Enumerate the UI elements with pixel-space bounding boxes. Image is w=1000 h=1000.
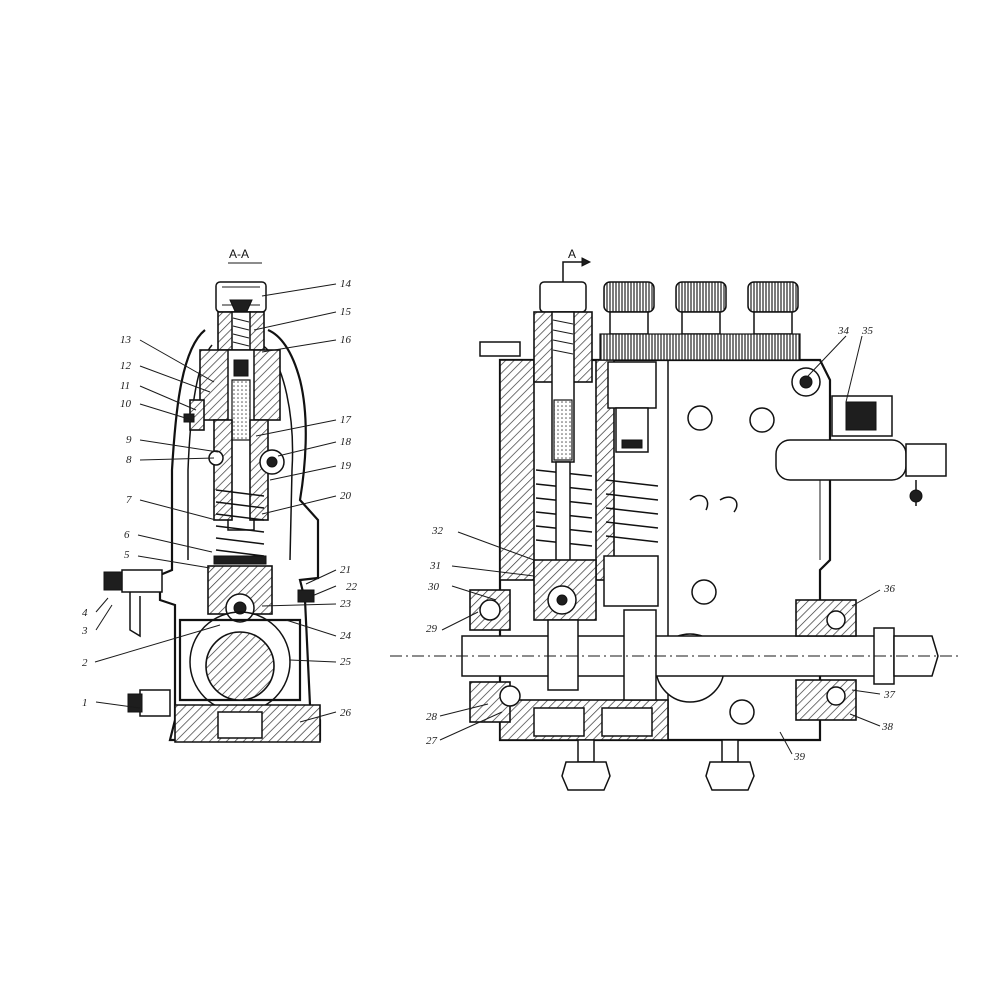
callout-9: 9 — [126, 434, 132, 446]
callout-39: 39 — [793, 751, 806, 763]
callout-32: 32 — [431, 525, 444, 537]
leader-lines-left — [94, 283, 337, 723]
callout-2: 2 — [82, 657, 88, 669]
callout-29: 29 — [426, 623, 438, 635]
callout-13: 13 — [120, 334, 132, 346]
callout-22: 22 — [346, 581, 358, 593]
callout-16: 16 — [340, 334, 352, 346]
pump-housing-outline — [158, 328, 322, 742]
callout-38: 38 — [881, 721, 894, 733]
callouts-right: 27 28 29 30 31 32 34 35 36 37 38 39 — [426, 325, 896, 763]
callout-37: 37 — [883, 689, 896, 701]
callout-35: 35 — [861, 325, 874, 337]
callout-17: 17 — [340, 414, 352, 426]
callout-30: 30 — [427, 581, 440, 593]
callout-27: 27 — [426, 735, 438, 747]
callout-6: 6 — [124, 529, 130, 541]
callout-24: 24 — [340, 630, 352, 642]
callout-14: 14 — [340, 278, 352, 290]
valve-holder-sectioned — [539, 281, 587, 313]
callout-1: 1 — [82, 697, 88, 709]
callout-25: 25 — [340, 656, 352, 668]
front-view: A — [390, 247, 960, 791]
callout-5: 5 — [124, 549, 130, 561]
section-title-left: A-A — [229, 247, 249, 261]
callout-3: 3 — [81, 625, 88, 637]
callout-18: 18 — [340, 436, 352, 448]
callout-15: 15 — [340, 306, 352, 318]
callout-34: 34 — [837, 325, 850, 337]
callout-31: 31 — [429, 560, 441, 572]
callout-23: 23 — [340, 598, 352, 610]
valve-caps — [599, 281, 801, 361]
callout-7: 7 — [126, 494, 132, 506]
callout-36: 36 — [883, 583, 896, 595]
callout-20: 20 — [340, 490, 352, 502]
callout-21: 21 — [340, 564, 351, 576]
callout-4: 4 — [82, 607, 88, 619]
callout-12: 12 — [120, 360, 132, 372]
section-a-a-view: A-A — [103, 247, 322, 743]
callout-19: 19 — [340, 460, 352, 472]
callout-11: 11 — [120, 380, 130, 392]
callouts-left: 1 2 3 4 5 6 7 8 9 10 11 12 13 14 15 16 1… — [81, 278, 358, 719]
callout-10: 10 — [120, 398, 132, 410]
callout-26: 26 — [340, 707, 352, 719]
leader-lines-right — [439, 335, 881, 755]
callout-8: 8 — [126, 454, 132, 466]
section-arrow-label: A — [568, 247, 576, 261]
callout-28: 28 — [426, 711, 438, 723]
